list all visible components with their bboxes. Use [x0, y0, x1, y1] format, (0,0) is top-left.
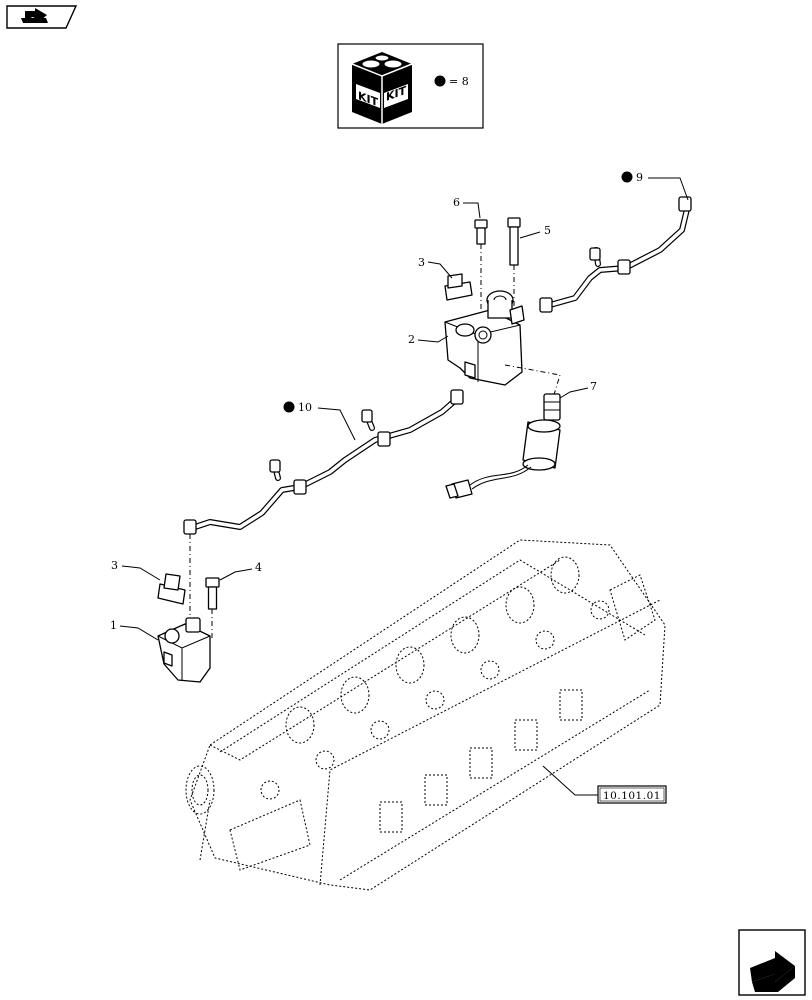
- reference-leader-line: [542, 765, 598, 796]
- callout-1-leader: [119, 625, 159, 641]
- callout-4-leader: [219, 568, 253, 581]
- callout-1: 1: [110, 619, 117, 632]
- lower-fuel-pipe: [183, 389, 464, 535]
- reference-tag[interactable]: 10.101.01: [597, 785, 667, 804]
- kit-legend-box: KIT KIT = 8: [337, 43, 484, 129]
- bolt-5: [507, 217, 521, 266]
- callout-3-top-leader: [427, 261, 453, 279]
- kit-legend-text: = 8: [449, 75, 469, 88]
- callout-10: 10: [298, 401, 312, 414]
- clip-3-bottom: [157, 573, 186, 605]
- callout-3-bottom-leader: [121, 565, 161, 581]
- clip-3-top: [444, 273, 473, 301]
- callout-7: 7: [590, 380, 597, 393]
- solenoid-7: [445, 393, 561, 499]
- callout-5-leader: [519, 231, 541, 239]
- callout-2: 2: [408, 333, 415, 346]
- cylinder-head-outline: [185, 539, 666, 891]
- callout-3-top: 3: [418, 256, 425, 269]
- callout-9-dot: [621, 171, 633, 183]
- callout-10-dot: [283, 401, 295, 413]
- callout-6: 6: [453, 196, 460, 209]
- callout-2-leader: [417, 335, 449, 343]
- callout-9-leader: [648, 177, 689, 201]
- valve-body-1: [157, 617, 211, 683]
- callout-7-leader: [559, 387, 589, 399]
- callout-6-leader: [463, 202, 481, 219]
- previous-page-icon[interactable]: [6, 5, 78, 29]
- callout-4: 4: [255, 561, 262, 574]
- callout-3-bottom: 3: [111, 559, 118, 572]
- callout-10-leader: [317, 407, 356, 441]
- bolt-4: [205, 577, 220, 610]
- kit-bullet-dot: [434, 75, 446, 87]
- bolt-6: [474, 219, 488, 245]
- valve-body-2: [444, 290, 525, 386]
- upper-fuel-pipe: [539, 196, 692, 313]
- next-page-icon[interactable]: [738, 929, 806, 996]
- callout-9: 9: [636, 171, 643, 184]
- kit-box-icon: KIT KIT: [351, 52, 413, 124]
- reference-code[interactable]: 10.101.01: [603, 790, 661, 802]
- callout-5: 5: [544, 224, 551, 237]
